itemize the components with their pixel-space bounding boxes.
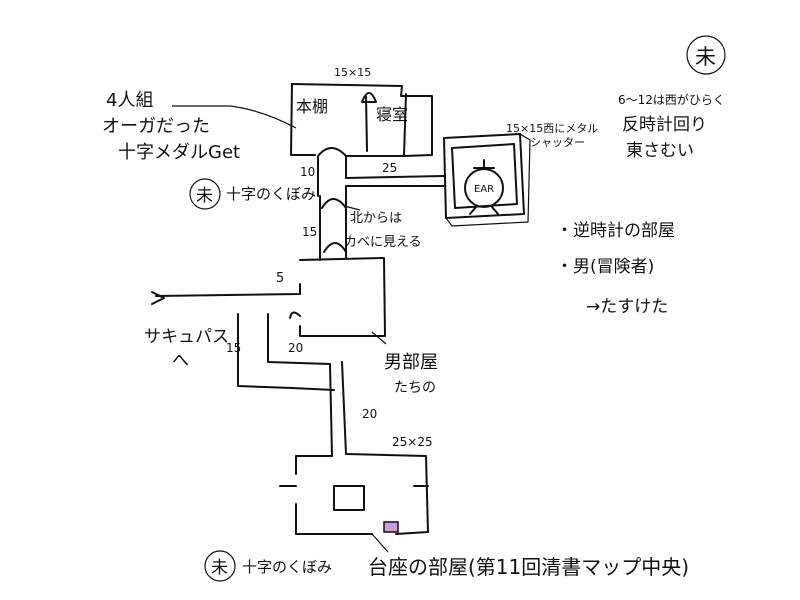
wall-note-line2: カベに見える — [344, 235, 422, 250]
unexplored-mark-1: 未 十字のくぼみ — [189, 178, 316, 210]
reverse-clock-room: ・逆時計の部屋 — [556, 221, 675, 241]
corridor-middle: 15 北からは カベに見える — [302, 195, 422, 261]
party-note-line2: オーガだった — [102, 116, 210, 137]
top-room-label-bookshelf: 本棚 — [296, 97, 328, 116]
succubus-note: サキュパス へ — [144, 327, 229, 371]
distance-20-b: 20 — [362, 407, 377, 421]
unexplored-mark-2-char: 未 — [695, 45, 716, 69]
cross-hollow-label-2: 十字のくぼみ — [242, 558, 332, 576]
rotate-note-line2: 反時計回り — [622, 115, 707, 135]
clock-room-shutter: シャッター — [530, 136, 585, 149]
party-note-line3: 十字メダルGet — [118, 142, 240, 163]
pedestal-room-size: 25×25 — [392, 435, 433, 449]
top-room-size: 15×15 — [334, 66, 371, 79]
top-room-label-bedroom: 寝室 — [376, 105, 408, 124]
rotate-note-line1: 6～12は西がひらく — [618, 92, 725, 107]
pedestal-room: 25×25 — [279, 435, 433, 553]
distance-10: 10 — [300, 165, 315, 179]
unexplored-mark-1-char: 未 — [196, 186, 213, 206]
distance-25: 25 — [382, 161, 397, 175]
pedestal-item — [383, 521, 399, 533]
male-room-line2: たちの — [394, 380, 436, 396]
corridor-lower: 15 20 20 男部屋 たちの — [226, 313, 438, 457]
clock-room-size: 15×15西にメタル — [506, 122, 598, 135]
distance-20-a: 20 — [288, 341, 303, 355]
wall-note-line1: 北からは — [350, 211, 402, 226]
unexplored-mark-2: 未 6～12は西がひらく 反時計回り 東さむい — [618, 35, 726, 161]
corridor-upper: 10 25 — [300, 155, 445, 199]
pedestal-room-title: 台座の部屋(第11回清書マップ中央) — [368, 555, 689, 579]
clock-dial: EAR — [474, 184, 494, 195]
party-note: 4人組 オーガだった 十字メダルGet — [102, 90, 297, 163]
reverse-clock-notes: ・逆時計の部屋 ・男(冒険者) →たすけた — [556, 221, 675, 317]
top-room: 15×15 本棚 寝室 — [290, 66, 433, 157]
male-room-line1: 男部屋 — [384, 352, 438, 373]
succubus-line2: へ — [172, 351, 189, 371]
bottom-labels: 未 十字のくぼみ 台座の部屋(第11回清書マップ中央) — [204, 550, 689, 582]
middle-hall: 5 — [151, 257, 386, 337]
male-adventurer: ・男(冒険者) — [556, 257, 654, 277]
helped-note: →たすけた — [586, 297, 668, 317]
cross-hollow-label-1: 十字のくぼみ — [226, 185, 316, 203]
succubus-line1: サキュパス — [144, 327, 229, 347]
rotate-note-line3: 東さむい — [626, 141, 694, 161]
distance-15-b: 15 — [226, 341, 241, 355]
party-note-line1: 4人組 — [106, 90, 153, 111]
clock-room: EAR 15×15西にメタル シャッター — [443, 122, 598, 227]
unexplored-mark-3-char: 未 — [211, 558, 228, 578]
distance-5: 5 — [276, 271, 284, 286]
distance-15-a: 15 — [302, 225, 317, 239]
